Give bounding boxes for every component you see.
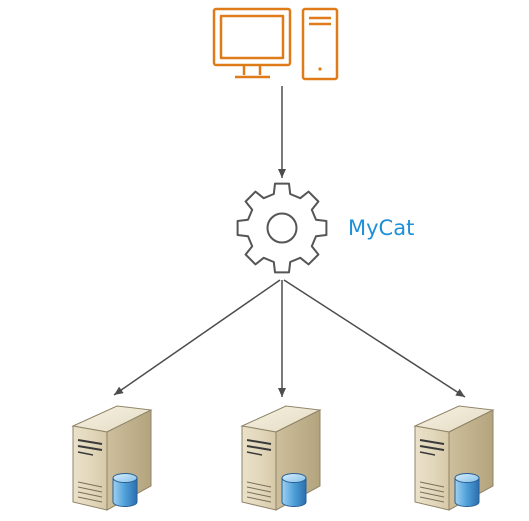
database-icon xyxy=(281,473,307,507)
database-server-icon xyxy=(413,405,495,511)
database-icon xyxy=(112,473,138,507)
mycat-to-server-3-arrow xyxy=(283,279,466,398)
gear-icon xyxy=(236,182,328,274)
middleware-label: MyCat xyxy=(348,216,415,240)
mycat-to-server-1-arrow xyxy=(113,279,281,396)
database-server-icon xyxy=(240,405,322,511)
database-icon xyxy=(454,473,480,507)
database-server-icon xyxy=(71,405,153,511)
desktop-computer-icon xyxy=(212,7,339,81)
